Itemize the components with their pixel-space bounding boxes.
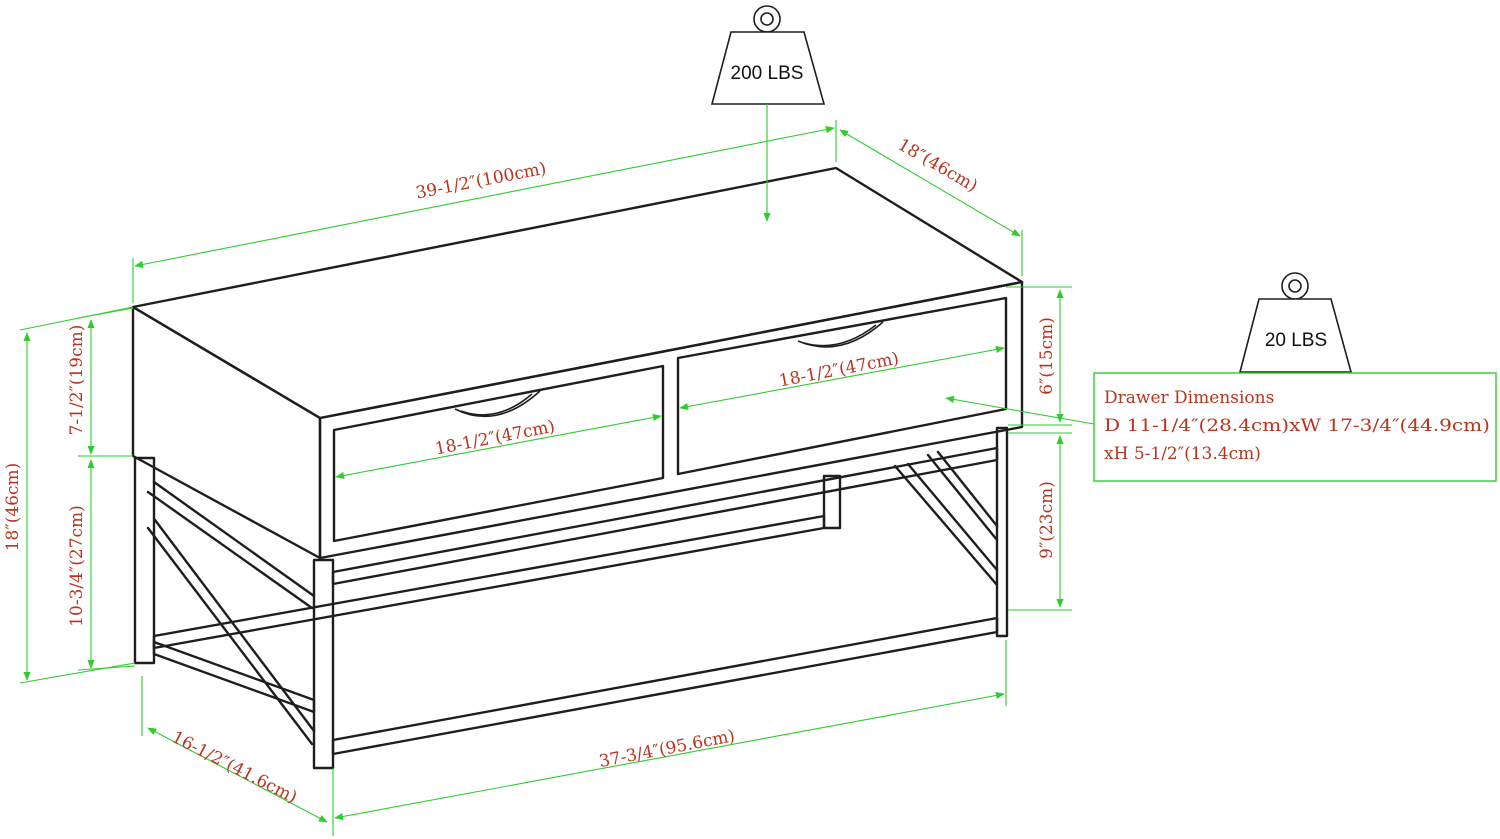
- left-drawer-width-label: 18-1/2″(47cm): [433, 417, 556, 460]
- cabinet-front-face: [318, 280, 1024, 560]
- top-weight-icon: 200 LBS: [710, 5, 826, 105]
- leg-height-label: 10-3/4″(27cm): [67, 505, 87, 627]
- front-bottom-stretcher: [331, 616, 999, 756]
- back-bottom-stretcher: [152, 514, 826, 650]
- drawer-spec-title: Drawer Dimensions: [1104, 388, 1274, 408]
- drawer-weight-icon: 20 LBS: [1238, 272, 1353, 373]
- shelf-clearance-label: 9″(23cm): [1037, 481, 1057, 559]
- right-drawer-front: [676, 296, 1008, 476]
- back-left-leg: [133, 456, 156, 665]
- base-width-label: 37-3/4″(95.6cm): [597, 726, 736, 772]
- drawer-spec-line2: xH 5-1/2″(13.4cm): [1104, 444, 1261, 464]
- top-width-label: 39-1/2″(100cm): [414, 159, 548, 204]
- left-side-bottom-rail: [152, 640, 316, 714]
- base-depth-label: 16-1/2″(41.6cm): [168, 727, 300, 807]
- back-right-leg: [822, 474, 842, 530]
- left-drawer-front: [332, 364, 665, 543]
- table-top-surface: [131, 166, 1024, 420]
- front-top-rail: [331, 446, 999, 586]
- front-right-leg: [995, 426, 1009, 638]
- cabinet-left-face: [131, 305, 322, 560]
- cabinet-height-label: 7-1/2″(19cm): [67, 325, 87, 436]
- drawer-spec-box: Drawer Dimensions D 11-1/4″(28.4cm)xW 17…: [1093, 372, 1497, 482]
- table-outline: [131, 166, 1024, 770]
- drawer-weight-label: 20 LBS: [1265, 330, 1327, 351]
- drawer-spec-line1: D 11-1/4″(28.4cm)xW 17-3/4″(44.9cm): [1104, 416, 1490, 436]
- dimension-lines: [19, 120, 1095, 836]
- front-left-leg: [312, 558, 335, 770]
- top-weight-label: 200 LBS: [731, 63, 804, 84]
- right-drawer-width-label: 18-1/2″(47cm): [777, 349, 900, 392]
- total-height-label: 18″(46cm): [3, 463, 23, 552]
- drawer-front-height-label: 6″(15cm): [1037, 317, 1057, 395]
